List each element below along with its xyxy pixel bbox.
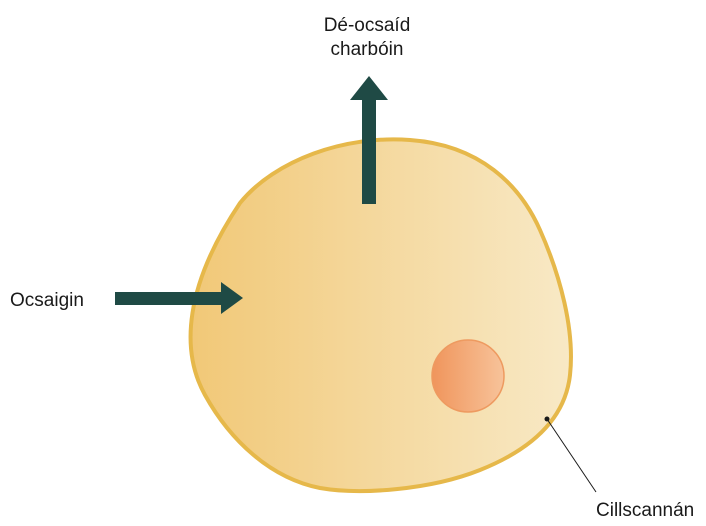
- carbon-dioxide-arrow-shaft: [362, 98, 376, 204]
- membrane-pointer-line: [547, 419, 596, 492]
- oxygen-arrow: [115, 282, 243, 314]
- membrane-pointer: [545, 417, 597, 493]
- oxygen-label: Ocsaigin: [10, 290, 84, 311]
- cell-body: [191, 139, 571, 491]
- carbon-dioxide-arrow-head: [350, 76, 388, 100]
- carbon-dioxide-label-line2: charbóin: [331, 39, 404, 60]
- carbon-dioxide-label-line1: Dé-ocsaíd: [324, 15, 411, 36]
- nucleus: [432, 340, 504, 412]
- membrane-label: Cillscannán: [596, 500, 694, 521]
- oxygen-arrow-shaft: [115, 292, 225, 305]
